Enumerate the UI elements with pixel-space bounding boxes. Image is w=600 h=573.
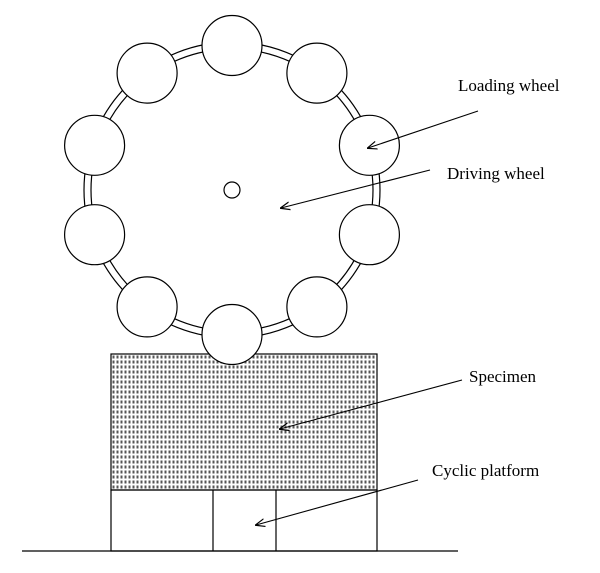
loading-wheel <box>116 42 178 104</box>
loading-wheel <box>63 114 126 176</box>
loading-wheel <box>63 204 126 266</box>
loading-wheel-label: Loading wheel <box>458 76 560 95</box>
loading-wheel <box>286 42 348 104</box>
specimen-arrow <box>280 379 463 429</box>
driving-wheel-arrow <box>281 169 431 208</box>
specimen-block <box>110 353 378 491</box>
loading-wheel <box>338 114 400 176</box>
loading-wheel-arrow <box>368 110 479 148</box>
cyclic-platform-label: Cyclic platform <box>432 461 539 480</box>
cyclic-platform-arrow <box>256 479 419 525</box>
driving-wheel-label: Driving wheel <box>447 164 545 183</box>
loading-wheel <box>338 204 400 266</box>
loading-wheel <box>201 303 263 366</box>
specimen-label: Specimen <box>469 367 537 386</box>
cyclic-platform <box>110 489 378 552</box>
loading-wheel <box>201 14 263 77</box>
driving-wheel-hub <box>223 181 241 199</box>
loading-wheel <box>286 276 348 338</box>
loading-wheels <box>63 14 400 366</box>
loading-wheel <box>116 276 178 338</box>
